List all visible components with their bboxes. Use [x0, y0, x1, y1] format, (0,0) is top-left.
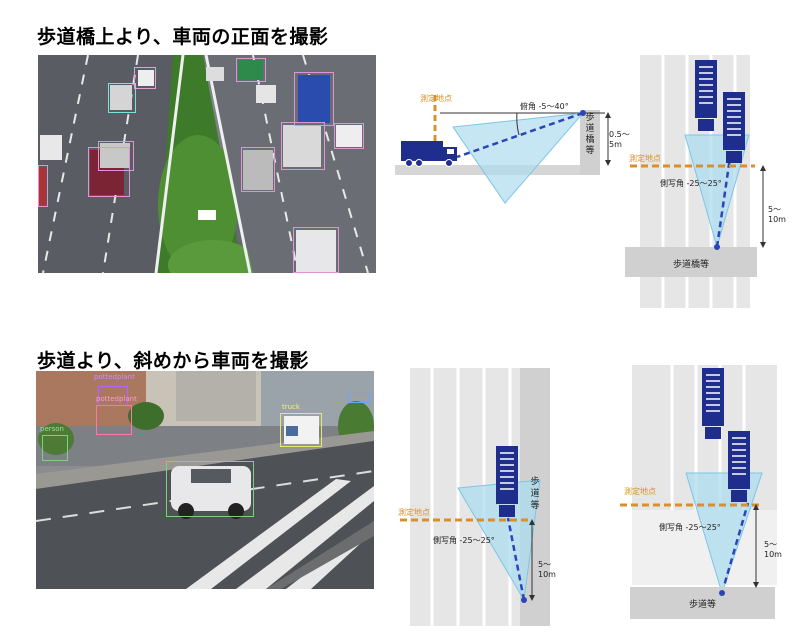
line-of-sight	[456, 111, 584, 159]
detection-box	[98, 141, 134, 171]
detection-box	[293, 227, 339, 273]
detection-box	[294, 72, 334, 126]
side-angle-label: 側写角 -25～25°	[433, 536, 495, 545]
measure-point-label: 測定地点	[624, 487, 656, 496]
measure-point-label: 測定地点	[629, 154, 661, 163]
top-view-sidewalk-diagram	[400, 368, 550, 626]
detection-box	[134, 67, 156, 89]
bridge-box-label: 歩道橋等	[672, 260, 709, 270]
section2-title: 歩道より、斜めから車両を撮影	[37, 350, 309, 372]
camera-point	[719, 590, 725, 596]
truck-icon	[728, 431, 750, 502]
street-photo: pottedplant pottedplant truck person	[36, 371, 374, 589]
detection-box	[348, 393, 370, 403]
line-of-sight	[720, 502, 750, 594]
side-angle-label: 側写角 -25～25°	[660, 179, 722, 188]
detection-box	[96, 405, 132, 435]
detection-box	[280, 413, 322, 447]
truck-icon	[702, 368, 724, 439]
sidewalk-box-label: 歩道等	[688, 600, 716, 610]
detection-box	[108, 83, 136, 113]
depression-angle-label: 俯角 -5～40°	[520, 102, 569, 111]
detection-box	[334, 123, 364, 149]
detection-box	[42, 435, 68, 461]
top-view-sidewalk-box-diagram	[620, 365, 777, 619]
measure-point-label: 測定地点	[398, 508, 430, 517]
detection-box	[88, 147, 130, 197]
detection-label: pottedplant	[96, 395, 137, 403]
truck-icon	[496, 446, 518, 517]
side-angle-label: 側写角 -25～25°	[659, 523, 721, 532]
bridge-vertical-label: 歩 道 橋 等	[585, 113, 595, 156]
truck-icon	[695, 60, 717, 131]
detection-box	[241, 147, 275, 192]
detection-box	[281, 122, 325, 170]
section1-title: 歩道橋上より、車両の正面を撮影	[37, 26, 329, 48]
pedestrian-bridge-box	[625, 247, 757, 277]
detection-box	[236, 58, 266, 82]
truck-icon	[401, 141, 457, 167]
sidewalk-box	[630, 587, 775, 619]
top-view-bridge-diagram	[625, 55, 766, 308]
detection-label: truck	[282, 403, 300, 411]
distance-label: 5～ 10m	[764, 540, 782, 559]
camera-point	[521, 597, 527, 603]
highway-photo	[38, 55, 376, 273]
detection-box	[38, 165, 48, 207]
camera-fov-cone	[685, 472, 763, 595]
camera-fov-cone	[452, 112, 585, 204]
pedestrian-bridge-column	[580, 110, 600, 175]
camera-point	[580, 110, 586, 116]
measure-point-label: 測定地点	[420, 94, 452, 103]
line-of-sight	[506, 517, 526, 601]
detection-label: pottedplant	[94, 373, 135, 381]
detection-label: person	[40, 425, 64, 433]
detection-box	[166, 461, 254, 517]
sidewalk-vertical-label: 歩 道 等	[530, 477, 540, 511]
distance-label: 5～ 10m	[768, 205, 786, 224]
truck-icon	[723, 92, 745, 163]
depression-arc	[516, 112, 520, 136]
height-label: 0.5～ 5m	[609, 130, 630, 149]
street-photo-scene	[36, 371, 374, 589]
distance-label: 5～ 10m	[538, 560, 556, 579]
camera-point	[714, 244, 720, 250]
side-view-diagram	[395, 95, 611, 204]
